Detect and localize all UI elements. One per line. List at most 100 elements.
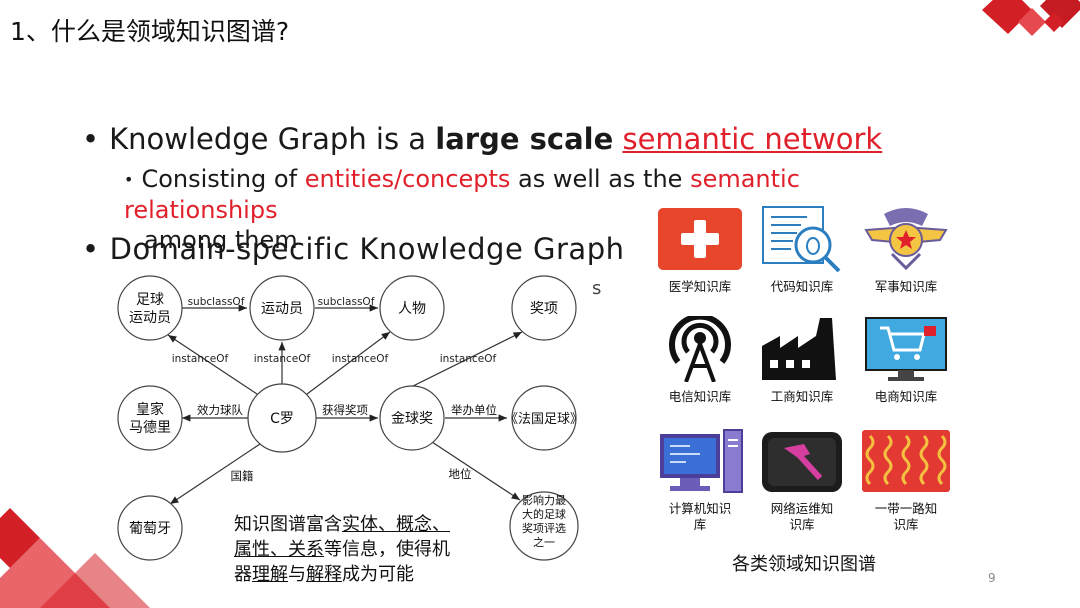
edge-label: instanceOf [440,353,497,365]
note-underlined-text: 解释 [306,564,342,585]
note-line-3: 器理解与解释成为可能 [234,562,494,587]
kb-netops: 网络运维知识库 [752,427,852,533]
node-award [511,275,577,341]
node-label: C罗 [270,411,294,427]
kb-medical: 医学知识库 [650,205,750,295]
kb-label: 电商知识库 [874,389,938,404]
shopping-cart-icon [860,315,952,383]
note-underlined-text: 理解 [252,564,288,585]
node-label: 马德里 [129,420,171,436]
node-golden-ball [379,385,445,451]
node-person [379,275,445,341]
node-football-player [117,275,183,341]
node-label: 运动员 [261,301,303,317]
bullet-domain-specific: •Domain-specific Knowledge Graph [82,232,624,266]
note-text: 成为可能 [342,564,414,585]
node-athlete [249,275,315,341]
kb-label: 计算机知识库 [650,501,750,533]
node-label: 足球 [136,292,164,308]
kb-industry: 工商知识库 [752,315,852,405]
edge-label: instanceOf [254,353,311,365]
graph-edges [167,304,523,505]
note-text: 知识图谱富含 [234,514,342,535]
node-portugal [117,495,183,561]
kb-label-line: 一带一路知 [874,501,938,516]
bullet-dot: • [82,232,100,266]
edge-label: instanceOf [172,353,229,365]
kb-computer: 计算机知识库 [650,427,750,533]
bullet-bold-text: large scale [435,122,614,156]
factory-icon [756,315,848,383]
corner-decoration-top-right [982,0,1080,36]
note-underlined-text: 属性、关系 [234,539,324,560]
edge-label: subclassOf [188,296,245,308]
sub-bullet-highlight-entities: entities/concepts [304,165,511,193]
edge-label: 国籍 [231,469,254,483]
sub-bullet-text: Consisting of [141,165,305,193]
kb-label: 电信知识库 [668,389,732,404]
edge-label: subclassOf [318,296,375,308]
graph-note: 知识图谱富含实体、概念、 属性、关系等信息，使得机 器理解与解释成为可能 [234,512,494,587]
kb-label-line: 识库 [893,517,919,532]
sub-bullet-text-mid: as well as the [510,165,691,193]
bullet-dot: • [82,122,100,156]
knowledge-graph-diagram: subclassOf subclassOf instanceOf instanc… [117,275,583,561]
node-label: 金球奖 [391,410,433,427]
bullet-text: Knowledge Graph is a [109,122,436,156]
kb-label-line: 识库 [789,517,815,532]
note-text: 与 [288,564,306,585]
page-number: 9 [988,571,996,585]
medical-cross-icon [654,205,746,273]
node-label: 《法国足球》 [505,412,583,427]
sub-bullet-text-end: among them [144,226,298,254]
node-label: 葡萄牙 [129,521,171,537]
node-label: 运动员 [129,310,171,326]
edge-label: instanceOf [332,353,389,365]
hammer-folder-icon [756,427,848,495]
silk-pattern-icon [860,427,952,495]
sub-bullet-consisting: • Consisting of entities/concepts as well… [124,164,944,255]
note-line-2: 属性、关系等信息，使得机 [234,537,494,562]
node-label: 影响力最 [522,494,566,507]
kb-label-line: 计算机知识 [668,501,732,516]
node-label: 大的足球 [522,507,566,521]
bullet-knowledge-graph: • Knowledge Graph is a large scale semant… [82,122,882,156]
kb-code: 代码知识库 [752,205,852,295]
stray-glyph: s [592,278,602,299]
kb-label-line: 库 [693,517,707,532]
node-label: 人物 [398,301,426,317]
note-underlined-text: 实体、概念、 [342,514,450,535]
sub-bullet-highlight-relations: semantic relationships [124,165,800,224]
corner-decoration-bottom-left [0,508,150,608]
kb-military: 军事知识库 [856,205,956,295]
edge-label: 获得奖项 [322,403,368,417]
icon-grid-caption: 各类领域知识图谱 [732,554,876,575]
sub-bullet-dot: • [124,170,134,189]
node-label: 皇家 [136,401,164,418]
kb-label: 代码知识库 [770,279,834,294]
note-text: 等信息，使得机 [324,539,450,560]
kb-label: 网络运维知识库 [752,501,852,533]
node-most-influential [509,491,579,561]
kb-telecom: 电信知识库 [650,315,750,405]
kb-ecommerce: 电商知识库 [856,315,956,405]
node-real-madrid [117,385,183,451]
note-line-1: 知识图谱富含实体、概念、 [234,512,494,537]
kb-label: 一带一路知识库 [856,501,956,533]
kb-label: 军事知识库 [874,279,938,294]
edge-label: 地位 [449,467,472,481]
bullet-highlight-text: semantic network [622,122,883,156]
kb-label-line: 网络运维知 [770,501,834,516]
node-france-football [511,385,577,451]
node-label: 奖项评选 [522,521,566,535]
node-c-ronaldo [247,383,317,453]
code-bug-icon [756,205,848,273]
kb-belt-road: 一带一路知识库 [856,427,956,533]
edge-label: 效力球队 [197,403,243,417]
kb-label: 医学知识库 [668,279,732,294]
computer-icon [654,427,746,495]
kb-label: 工商知识库 [770,389,834,404]
antenna-icon [654,315,746,383]
military-badge-icon [860,205,952,273]
node-label: 之一 [533,535,555,549]
